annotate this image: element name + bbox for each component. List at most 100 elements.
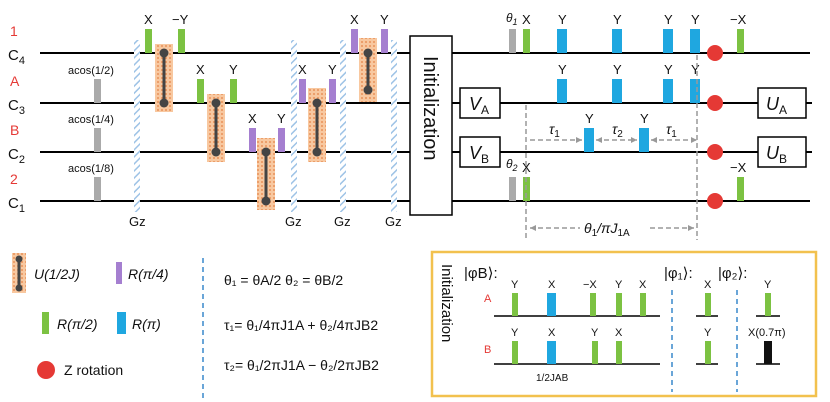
purple-pulse [299,79,306,103]
green-pulse [178,29,185,53]
green-pulse [705,341,711,364]
equation-tau1: τ₁= θ₁/4πJ1A + θ₂/4πJB2 [224,317,378,333]
pulse-label-y: Y [328,62,337,77]
blue-pulse [690,79,700,103]
span-label: θ1/πJ1A [584,220,630,239]
equation-tau2: τ₂= θ₁/2πJ1A − θ₂/2πJB2 [224,357,379,373]
legend-purple-swatch [116,262,122,284]
gray-pulse-theta1 [509,29,516,53]
blue-pulse [557,79,567,103]
pulse-label-y: Y [613,62,622,77]
gray-pulse-c2 [94,128,101,152]
pulse-label-x: X [248,111,257,126]
delay-label: 1/2JAB [536,373,569,384]
legend-z-rotation: Z rotation [64,362,123,378]
qubit-role-b: B [10,122,19,138]
gz-bar-1 [134,40,140,212]
gray-pulse-theta2 [509,177,516,201]
pulse-label-x: X [522,160,531,175]
tau1-label-a: τ1 [549,121,560,140]
green-pulse [765,293,771,316]
theta2-label: θ2 [506,157,518,173]
pulse-label-y: Y [664,12,673,27]
ub-label: UB [766,143,787,166]
ua-label: UA [766,94,787,117]
purple-pulse [381,29,388,53]
purple-pulse [329,79,336,103]
acos-half-label: acos(1/2) [68,65,114,77]
acos-eighth-label: acos(1/8) [68,163,114,175]
green-pulse [616,293,622,316]
blue-pulse [547,293,556,316]
gz-bar-2 [291,40,297,212]
pulse-label-y: Y [229,62,238,77]
ub-box [757,136,807,168]
z-rotation-c3 [707,95,723,111]
pulse-label-y: Y [691,62,700,77]
row-b-label: B [484,344,491,356]
equation-theta: θ₁ = θA/2 θ₂ = θB/2 [224,272,343,288]
qubit-label-c2: C2 [8,146,25,166]
green-pulse [737,177,744,201]
legend-u-label: U(1/2J) [34,266,80,282]
init-detail-box [430,250,818,398]
pulse-label-x: X [350,12,359,27]
qubit-role-a: A [10,73,20,89]
green-pulse [705,293,711,316]
blue-pulse [584,128,594,152]
z-rotation-c4 [707,45,723,61]
gray-pulse-c3 [94,79,101,103]
pulse-label-y: Y [558,12,567,27]
green-pulse [230,79,237,103]
pulse-label-x: X [704,279,712,291]
green-pulse [737,29,744,53]
blue-pulse [690,29,700,53]
va-box [459,87,501,119]
green-pulse [590,293,596,316]
pulse-label-y: Y [640,111,649,126]
gz-label-1: Gz [129,214,146,229]
pulse-label-y: Y [558,62,567,77]
initialization-label: Initialization [419,56,441,161]
phi-2-label: |φ₂⟩: [718,265,747,282]
black-pulse [764,341,772,364]
qubit-role-2: 2 [10,171,18,187]
blue-pulse [663,29,673,53]
pulse-label-x: X [144,12,153,27]
green-pulse [145,29,152,53]
qubit-role-1: 1 [10,23,18,39]
pulse-label-y: Y [277,111,286,126]
x07-label: X(0.7π) [748,327,786,339]
theta1-label: θ1 [506,11,518,27]
qubit-label-c1: C1 [8,195,25,215]
pulse-label-x: X [196,62,205,77]
pulse-label-y: Y [704,327,712,339]
legend: U(1/2J) R(π/4) R(π/2) R(π) Z rotation [12,253,169,379]
pulse-label-y: Y [585,111,594,126]
legend-z-rotation-swatch [37,361,55,379]
pulse-label-x: X [298,62,307,77]
init-detail-title: Initialization [438,264,455,342]
vb-label: VB [469,143,489,166]
pulse-label-y: Y [691,12,700,27]
pulse-label-y: Y [664,62,673,77]
ua-box [757,87,807,119]
initialization-box [409,35,453,216]
pulse-label-y: Y [380,12,389,27]
acos-quarter-label: acos(1/4) [68,114,114,126]
phi-1-label: |φ₁⟩: [664,265,693,282]
green-pulse [592,341,598,364]
pulse-label-minus-x: −X [730,12,747,27]
green-pulse [512,341,518,364]
legend-green-swatch [42,312,49,334]
pulse-label-x: X [548,327,556,339]
pulse-label-minus-x: −X [730,160,747,175]
pulse-label-x: X [615,327,623,339]
pulse-label-y: Y [764,279,772,291]
pulse-label-y: Y [615,279,623,291]
purple-pulse [351,29,358,53]
gz-label-4: Gz [385,214,402,229]
z-rotation-c2 [707,144,723,160]
pulse-label-x: X [522,12,531,27]
blue-pulse [612,79,622,103]
